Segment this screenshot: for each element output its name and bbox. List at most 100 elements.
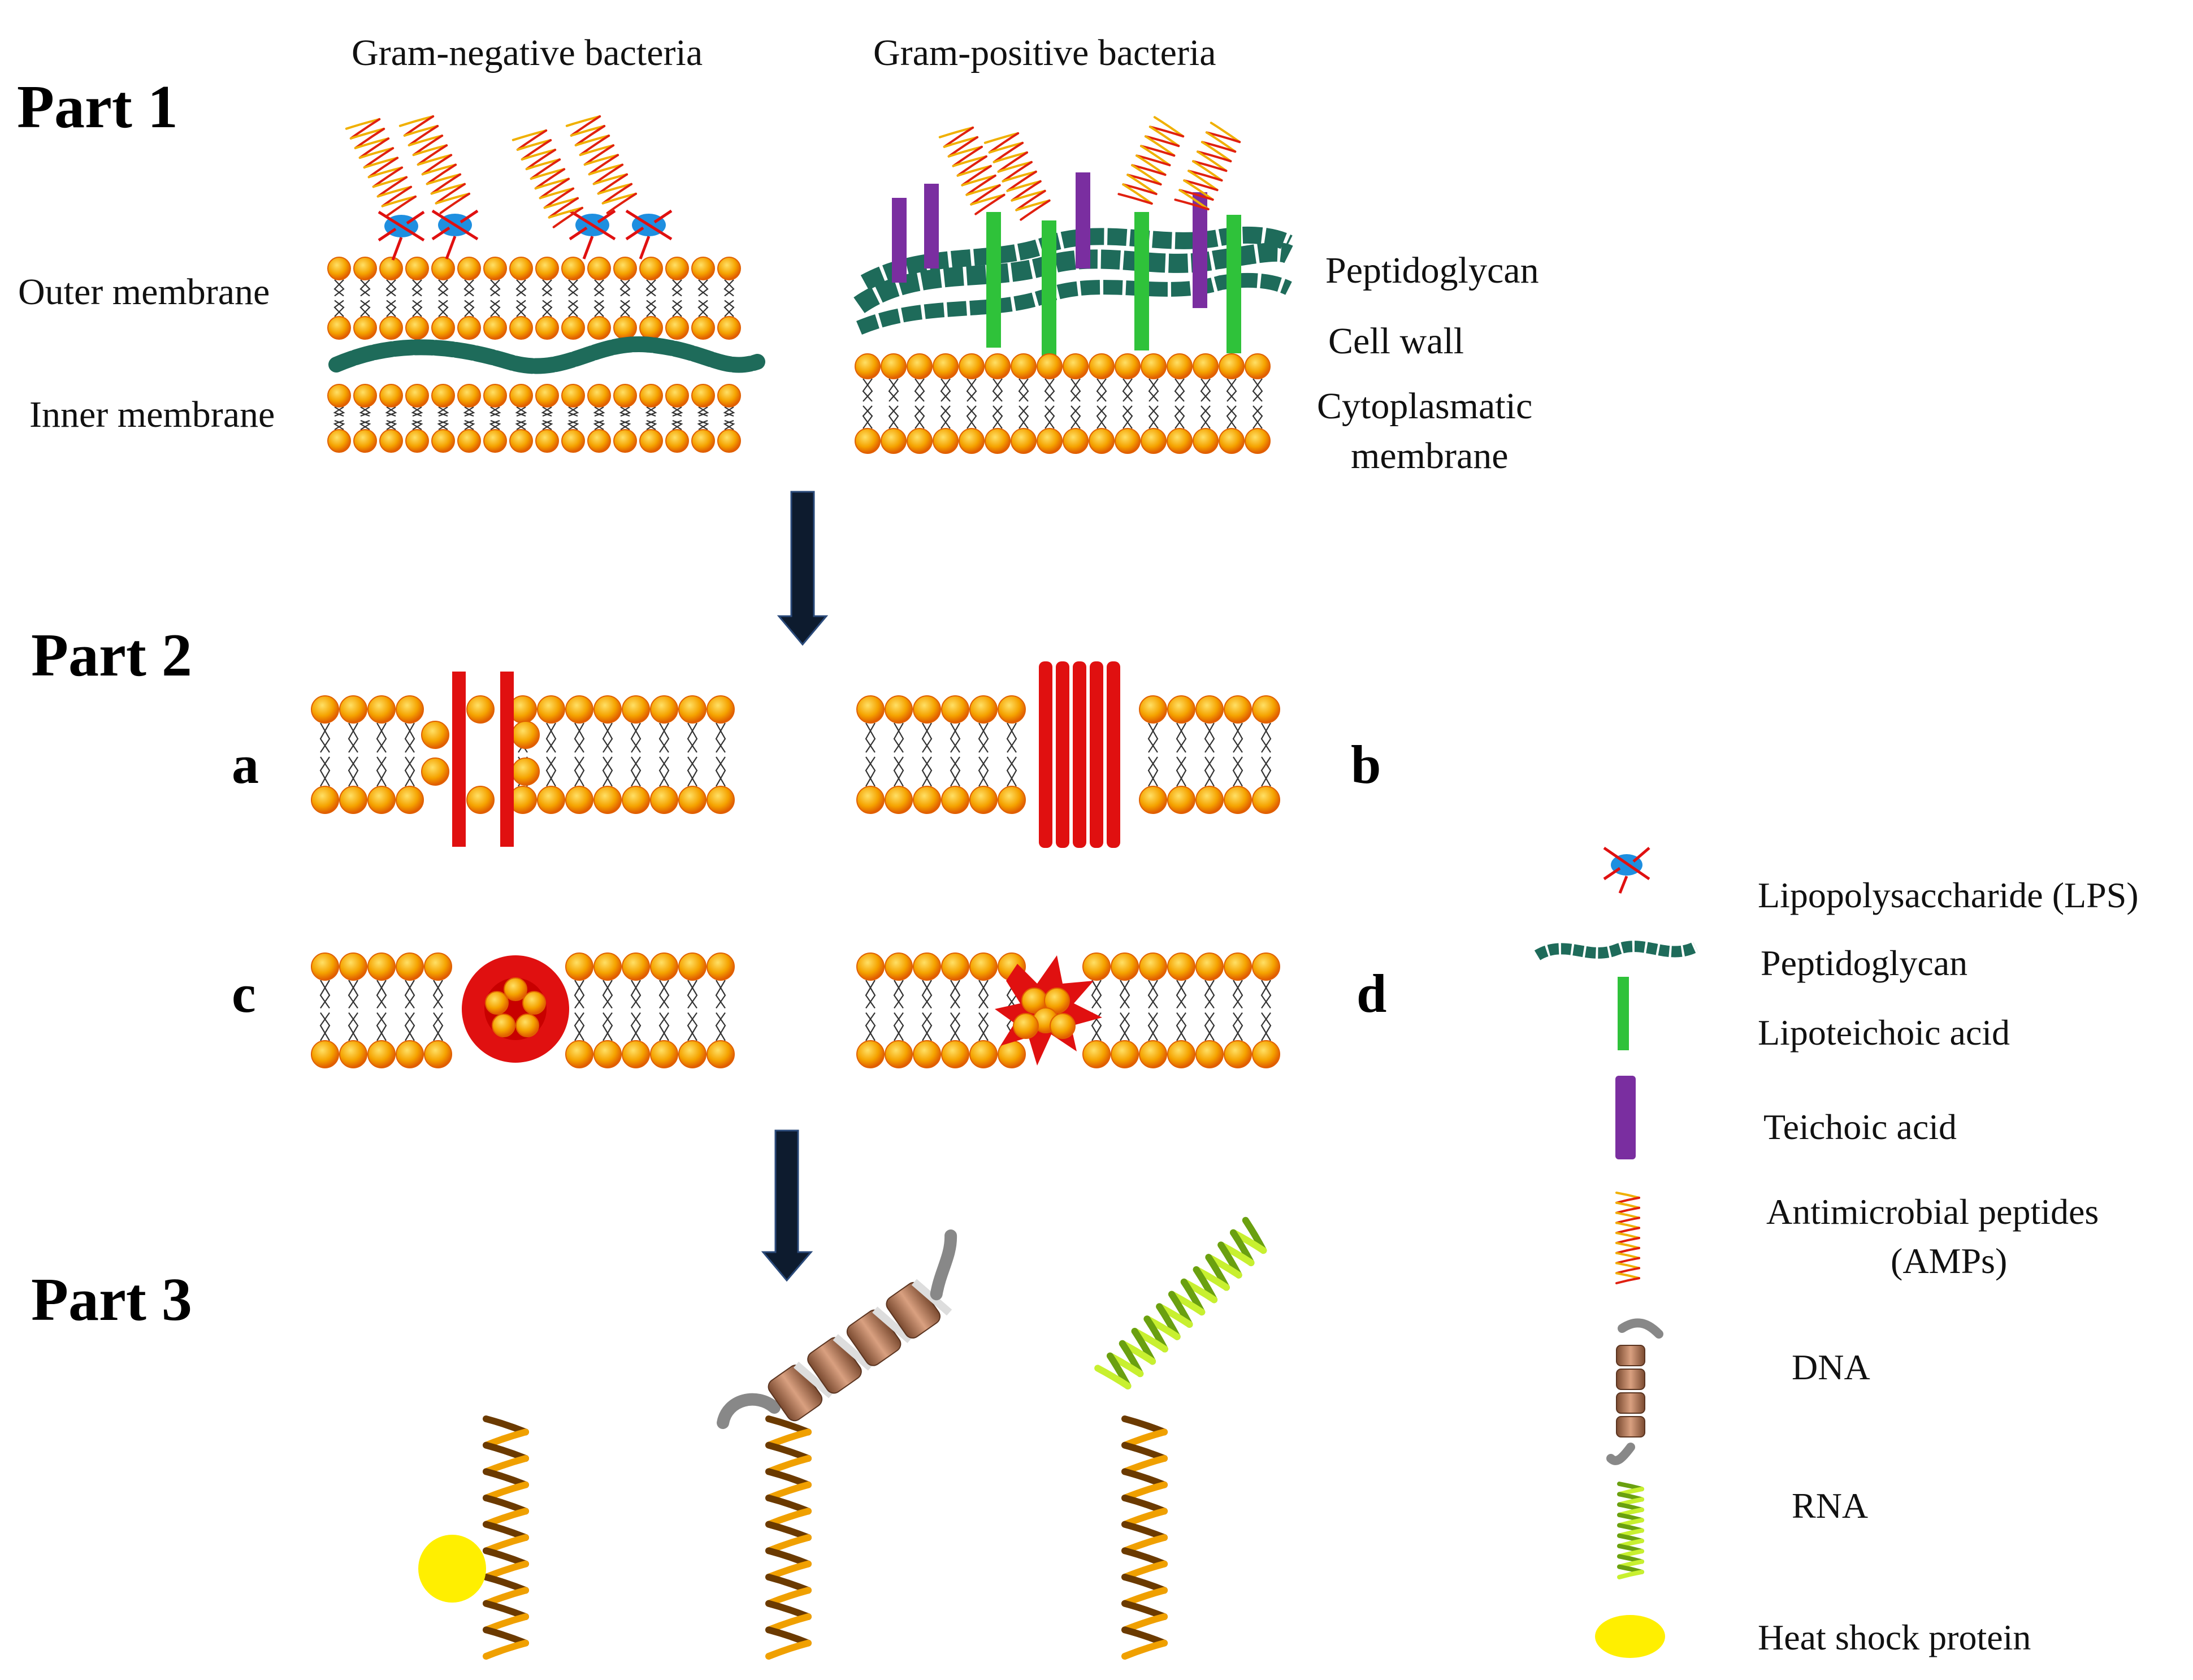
lps-icon bbox=[625, 209, 673, 259]
amp-helix bbox=[1094, 1216, 1267, 1389]
lipid-head bbox=[907, 428, 933, 454]
lipid-head bbox=[969, 1040, 998, 1068]
lipid-head bbox=[504, 977, 527, 1001]
amp-stave bbox=[452, 672, 466, 847]
lipid-head bbox=[885, 1040, 913, 1068]
lipid-head bbox=[1139, 952, 1167, 981]
lipid-head bbox=[522, 991, 546, 1015]
part1-label: Part 1 bbox=[17, 73, 178, 141]
lipid-head bbox=[405, 384, 429, 408]
rna-icon bbox=[1617, 1482, 1644, 1579]
lipid-head bbox=[885, 786, 913, 814]
lipid-head bbox=[1193, 428, 1219, 454]
teichoic-acids bbox=[892, 172, 1207, 308]
lipid-head bbox=[913, 786, 941, 814]
lipid-head bbox=[678, 786, 707, 814]
lipid-head bbox=[639, 257, 663, 280]
gram-positive-amps bbox=[938, 116, 1241, 221]
lipid-head bbox=[593, 695, 622, 724]
lipid-head bbox=[855, 428, 881, 454]
amp-stave bbox=[1107, 661, 1120, 848]
lipid-head bbox=[535, 316, 559, 340]
lipid-head bbox=[431, 257, 455, 280]
lipid-head bbox=[421, 757, 449, 786]
lipid-head bbox=[327, 384, 351, 408]
lipid-head bbox=[535, 429, 559, 453]
lipid-head bbox=[941, 786, 969, 814]
lipid-head bbox=[339, 786, 367, 814]
lipid-head bbox=[1089, 428, 1115, 454]
lipid-head bbox=[492, 1014, 515, 1037]
lipid-head bbox=[593, 786, 622, 814]
lipid-head bbox=[1167, 353, 1193, 379]
panel-a-label: a bbox=[232, 734, 259, 795]
panel-d-label: d bbox=[1356, 963, 1386, 1024]
lipid-head bbox=[537, 786, 565, 814]
lipid-head bbox=[466, 695, 495, 724]
lipid-head bbox=[717, 316, 741, 340]
lipid-head bbox=[717, 257, 741, 280]
lipid-head bbox=[587, 429, 611, 453]
lipid-head bbox=[587, 257, 611, 280]
lipid-head bbox=[353, 429, 377, 453]
lipid-head bbox=[691, 257, 715, 280]
lipid-head bbox=[856, 952, 885, 981]
lipid-head bbox=[856, 1040, 885, 1068]
lipid-head bbox=[1167, 1040, 1195, 1068]
legend-teichoic: Teichoic acid bbox=[1763, 1107, 1957, 1147]
lipid-head bbox=[856, 695, 885, 724]
lipid-head bbox=[587, 384, 611, 408]
lipid-head bbox=[457, 316, 481, 340]
lipid-head bbox=[379, 429, 403, 453]
lipid-head bbox=[1167, 952, 1195, 981]
lipid-head bbox=[678, 695, 707, 724]
lipid-head bbox=[1195, 695, 1224, 724]
cell-wall-label: Cell wall bbox=[1328, 321, 1464, 362]
lipid-head bbox=[707, 952, 735, 981]
lipid-head bbox=[933, 428, 959, 454]
lipid-head bbox=[561, 384, 585, 408]
panel-a-barrel-stave bbox=[311, 672, 735, 847]
lipid-head bbox=[339, 952, 367, 981]
lipid-head bbox=[1115, 428, 1141, 454]
lipid-head bbox=[466, 786, 495, 814]
lipid-head bbox=[881, 428, 907, 454]
lipid-head bbox=[311, 786, 339, 814]
lipid-head bbox=[431, 429, 455, 453]
lipid-head bbox=[561, 257, 585, 280]
lipid-head bbox=[969, 786, 998, 814]
part2-label: Part 2 bbox=[31, 622, 192, 689]
gram-positive-peptidoglycan bbox=[853, 226, 1293, 335]
lipid-head bbox=[856, 786, 885, 814]
lipid-head bbox=[367, 952, 396, 981]
legend-rna: RNA bbox=[1792, 1486, 1868, 1526]
lipid-head bbox=[512, 721, 540, 749]
lipoteichoic-acid-icon bbox=[1618, 977, 1629, 1050]
lipid-head bbox=[1195, 1040, 1224, 1068]
panel-c-label: c bbox=[232, 963, 256, 1024]
lipid-head bbox=[1193, 353, 1219, 379]
lipoteichoic-acids bbox=[986, 212, 1241, 359]
lps-icon bbox=[569, 209, 616, 259]
amp-helix bbox=[512, 129, 584, 228]
lipid-head bbox=[379, 384, 403, 408]
lipid-head bbox=[665, 316, 689, 340]
amp-stave bbox=[1056, 661, 1069, 848]
lipid-head bbox=[969, 952, 998, 981]
lipid-head bbox=[565, 1040, 593, 1068]
lipid-head bbox=[1167, 428, 1193, 454]
legend-dna: DNA bbox=[1792, 1347, 1870, 1387]
dna-helix bbox=[717, 1229, 957, 1430]
lipid-head bbox=[941, 1040, 969, 1068]
lipid-head bbox=[1063, 353, 1089, 379]
lipid-head bbox=[639, 429, 663, 453]
lipid-head bbox=[431, 384, 455, 408]
lipid-head bbox=[1011, 353, 1037, 379]
lipid-head bbox=[1224, 1040, 1252, 1068]
lipid-head bbox=[707, 1040, 735, 1068]
lipid-head bbox=[1195, 952, 1224, 981]
lipid-head bbox=[913, 1040, 941, 1068]
legend-lipoteichoic: Lipoteichoic acid bbox=[1758, 1012, 2010, 1053]
lipid-head bbox=[396, 786, 424, 814]
